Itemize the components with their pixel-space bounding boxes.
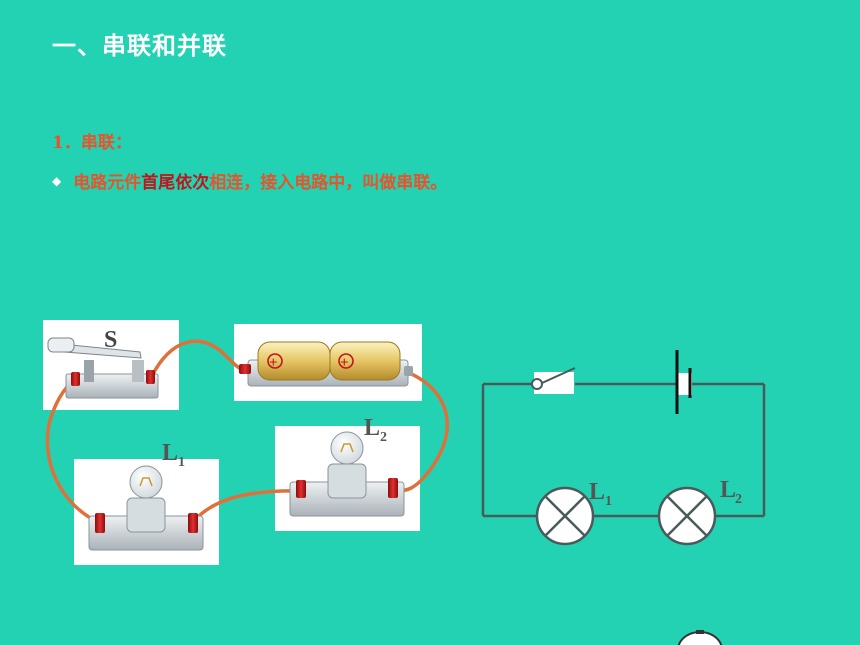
switch-label: S <box>104 327 117 353</box>
schematic-lamp2-label: L <box>720 477 736 503</box>
definition-text-before: 电路元件 <box>73 173 142 193</box>
lamp2-holder: L 2 <box>289 415 405 517</box>
schematic-battery <box>675 350 692 414</box>
lamp1-label: L <box>162 440 178 466</box>
schematic-lamp1: L 1 <box>535 479 612 546</box>
slide-title: 一、串联和并联 <box>52 31 227 60</box>
battery-holder: + + <box>239 341 413 387</box>
schematic-diagram: L 1 L 2 <box>481 350 766 546</box>
section-heading: 1．串联： <box>52 133 132 153</box>
battery2-plus: + <box>340 355 349 371</box>
wire-lamp1-switch <box>45 377 102 525</box>
lamp1-holder: L 1 <box>88 440 204 551</box>
diamond-bullet-icon: ◆ <box>52 173 62 188</box>
definition-highlight: 首尾依次 <box>141 173 210 193</box>
wire-battery-lamp2 <box>393 370 449 493</box>
clock-icon <box>677 630 723 645</box>
wire-lamp2-lamp1 <box>193 489 302 522</box>
lamp2-subscript: 2 <box>380 430 387 445</box>
schematic-lamp2: L 2 <box>657 477 742 546</box>
definition-text-after: 相连，接入电路中，叫做串联。 <box>209 173 448 193</box>
lamp2-label: L <box>364 415 380 441</box>
wire-switch-battery <box>150 339 248 378</box>
lamp1-subscript: 1 <box>178 455 185 470</box>
definition-bullet: ◆ 电路元件首尾依次相连，接入电路中，叫做串联。 <box>52 168 447 193</box>
schematic-lamp1-label: L <box>589 479 605 505</box>
schematic-lamp1-subscript: 1 <box>605 494 612 509</box>
knife-switch: S <box>47 327 159 399</box>
battery1-plus: + <box>269 355 278 371</box>
physical-circuit: S + + L 2 L 1 <box>45 327 449 551</box>
schematic-lamp2-subscript: 2 <box>735 492 742 507</box>
schematic-switch <box>531 367 576 394</box>
